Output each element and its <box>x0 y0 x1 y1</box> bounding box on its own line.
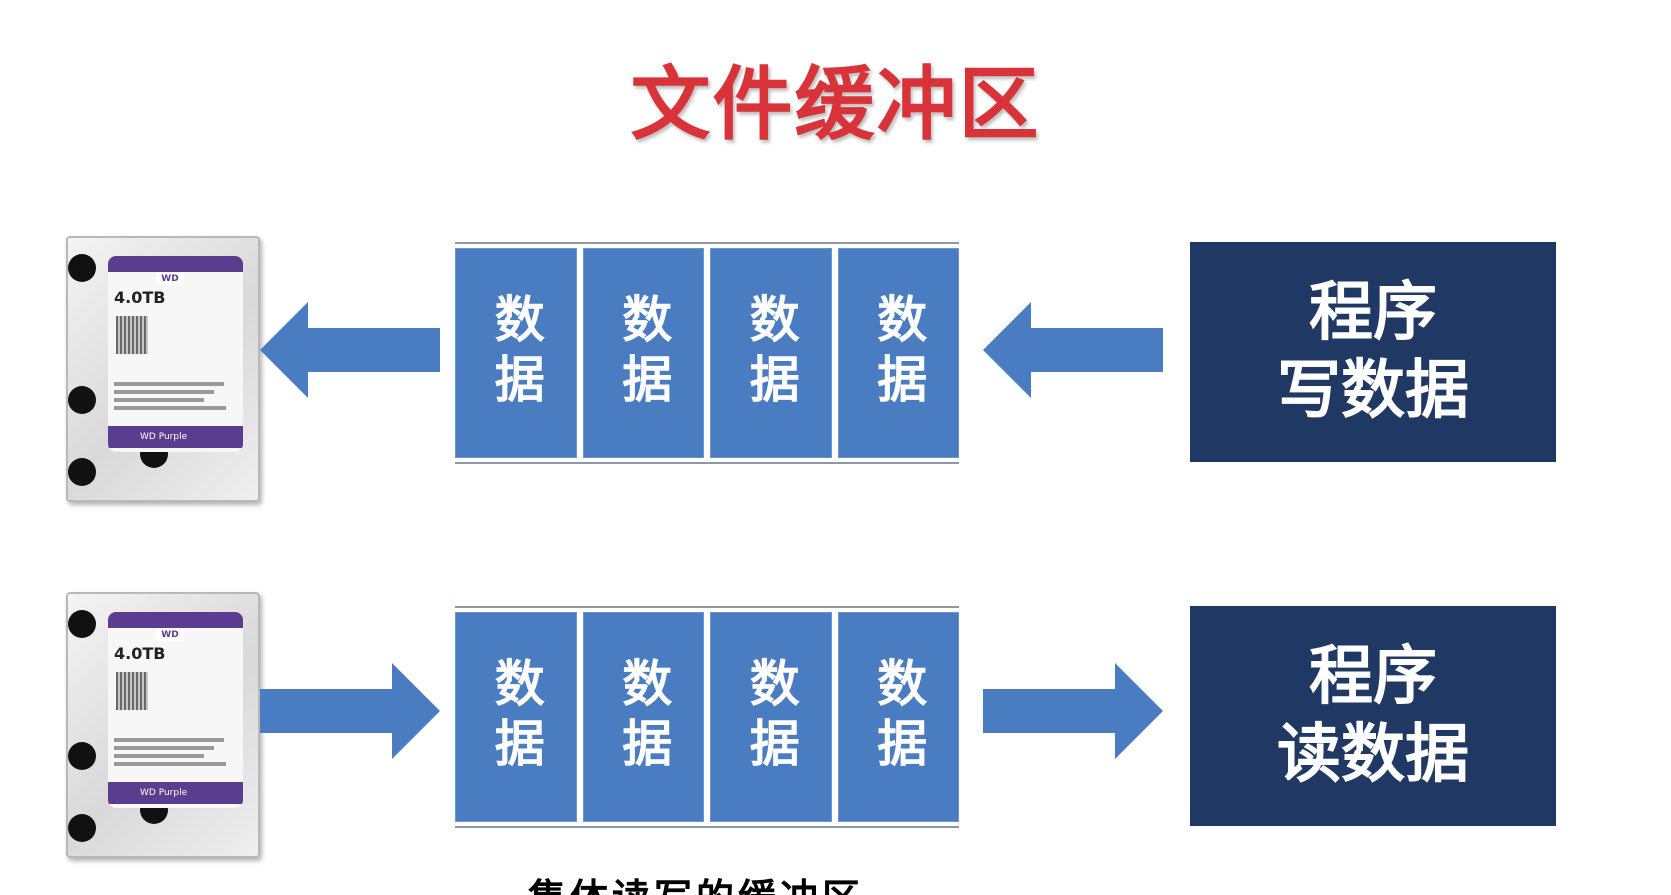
bottom-caption: 集体读写的缓冲区 <box>528 878 1028 895</box>
screw-hole <box>68 458 96 486</box>
program-action: 写数据 <box>1277 354 1469 428</box>
arrow-left-icon <box>260 302 440 398</box>
screw-hole <box>68 814 96 842</box>
label-fineprint <box>114 754 204 758</box>
hard-drive-icon: WD 4.0TB WD Purple <box>66 236 260 502</box>
buffer-block: 数据 数据 数据 数据 <box>455 242 959 464</box>
label-fineprint <box>114 382 224 386</box>
program-label: 程序 <box>1309 276 1437 350</box>
hard-drive-series: WD Purple <box>108 782 243 804</box>
write-row: WD 4.0TB WD Purple 数据 数据 数据 数据 <box>0 232 1671 502</box>
program-read-box: 程序 读数据 <box>1190 606 1556 826</box>
buffer-cell: 数据 <box>455 612 577 822</box>
program-write-box: 程序 写数据 <box>1190 242 1556 462</box>
buffer-block: 数据 数据 数据 数据 <box>455 606 959 828</box>
label-fineprint <box>114 390 214 394</box>
screw-hole <box>68 254 96 282</box>
hard-drive-brand: WD <box>156 629 184 641</box>
qr-code-icon <box>116 316 148 354</box>
hard-drive-brand: WD <box>156 273 184 285</box>
buffer-cell: 数据 <box>710 612 832 822</box>
read-row: WD 4.0TB WD Purple 数据 数据 数据 数据 <box>0 588 1671 858</box>
buffer-cell: 数据 <box>837 612 959 822</box>
arrow-left-icon <box>983 302 1163 398</box>
screw-hole <box>68 610 96 638</box>
arrow-right-icon <box>260 663 440 759</box>
buffer-cell: 数据 <box>710 248 832 458</box>
hard-drive-series: WD Purple <box>108 426 243 448</box>
buffer-cell: 数据 <box>455 248 577 458</box>
buffer-cell: 数据 <box>837 248 959 458</box>
arrow-right-icon <box>983 663 1163 759</box>
label-fineprint <box>114 746 214 750</box>
hard-drive-capacity: 4.0TB <box>114 644 166 663</box>
label-fineprint <box>114 406 226 410</box>
hard-drive-label: WD 4.0TB WD Purple <box>108 256 243 452</box>
qr-code-icon <box>116 672 148 710</box>
program-label: 程序 <box>1309 640 1437 714</box>
buffer-cell: 数据 <box>582 612 704 822</box>
label-fineprint <box>114 738 224 742</box>
screw-hole <box>68 386 96 414</box>
buffer-cell: 数据 <box>582 248 704 458</box>
hard-drive-icon: WD 4.0TB WD Purple <box>66 592 260 858</box>
label-fineprint <box>114 762 226 766</box>
label-fineprint <box>114 398 204 402</box>
hard-drive-capacity: 4.0TB <box>114 288 166 307</box>
hard-drive-label: WD 4.0TB WD Purple <box>108 612 243 808</box>
slide-title: 文件缓冲区 <box>630 58 1041 151</box>
screw-hole <box>68 742 96 770</box>
program-action: 读数据 <box>1277 718 1469 792</box>
